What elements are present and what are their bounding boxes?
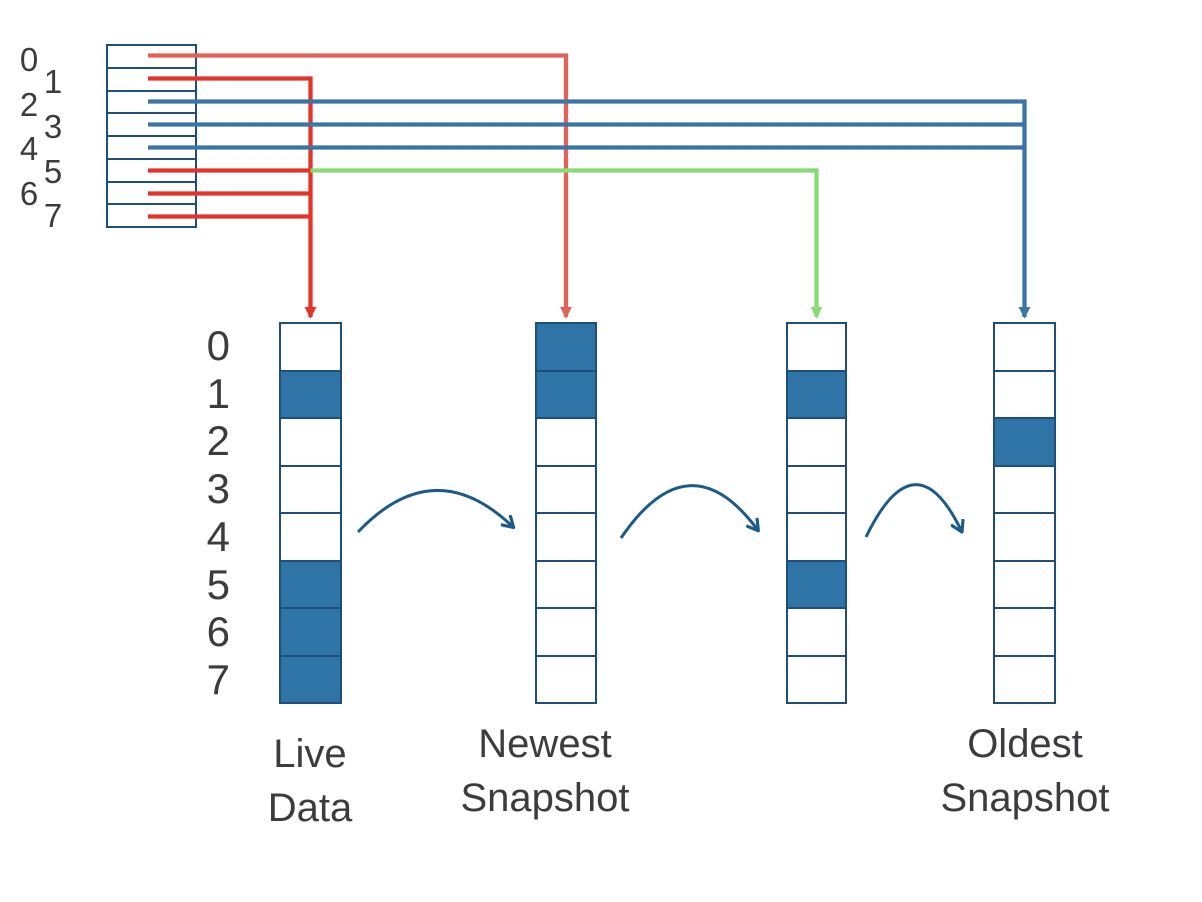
label-newest-snapshot-line1: Newest xyxy=(478,722,612,766)
label-live-data: Live Data xyxy=(268,727,353,835)
column-live-data-cell-3 xyxy=(281,464,340,512)
wire-wire_green-row5 xyxy=(310,168,823,319)
source-block-table xyxy=(106,44,197,228)
column-oldest-snapshot-cell-7 xyxy=(995,654,1054,702)
label-oldest-snapshot-line2: Snapshot xyxy=(940,776,1110,820)
column-newest-snapshot-cell-6 xyxy=(537,607,595,655)
column-newest-snapshot-cell-3 xyxy=(537,464,595,512)
source-table-row xyxy=(108,157,195,181)
column-oldest-snapshot-cell-5 xyxy=(995,559,1054,607)
column-oldest-snapshot-cell-1 xyxy=(995,369,1054,417)
column-oldest-snapshot xyxy=(993,322,1056,704)
wire-wire_salmon-row0 xyxy=(148,53,572,319)
source-table-row xyxy=(108,46,195,67)
column-live-data-cell-1 xyxy=(281,369,340,417)
column-live-data-cell-2 xyxy=(281,417,340,465)
column-live-data-cell-5 xyxy=(281,559,340,607)
column-newest-snapshot-cell-0 xyxy=(537,324,595,370)
block-row-label-7: 7 xyxy=(206,656,230,704)
block-row-label-1: 1 xyxy=(206,369,230,417)
column-middle-snapshot-cell-0 xyxy=(788,324,845,370)
source-table-row xyxy=(108,180,195,204)
block-row-label-4: 4 xyxy=(206,512,230,560)
column-middle-snapshot-cell-7 xyxy=(788,654,845,702)
wire-wire_blue-row2 xyxy=(148,99,1031,319)
column-newest-snapshot-cell-5 xyxy=(537,559,595,607)
column-live-data-cell-4 xyxy=(281,512,340,560)
column-oldest-snapshot-cell-3 xyxy=(995,464,1054,512)
block-row-label-3: 3 xyxy=(206,465,230,513)
label-oldest-snapshot: Oldest Snapshot xyxy=(940,717,1109,825)
source-row-label-5: 5 xyxy=(43,152,63,190)
column-newest-snapshot-cell-7 xyxy=(537,654,595,702)
block-row-label-5: 5 xyxy=(206,560,230,608)
label-newest-snapshot-line2: Snapshot xyxy=(460,776,630,820)
column-newest-snapshot-cell-1 xyxy=(537,369,595,417)
column-middle-snapshot-cell-5 xyxy=(788,559,845,607)
flow-arrow-middle-snapshot-to-oldest-snapshot xyxy=(864,483,961,538)
source-row-label-4: 4 xyxy=(19,130,39,168)
column-newest-snapshot-cell-4 xyxy=(537,512,595,560)
column-newest-snapshot-cell-2 xyxy=(537,417,595,465)
flow-arrow-newest-snapshot-to-middle-snapshot xyxy=(619,484,757,539)
source-row-label-7: 7 xyxy=(43,197,63,235)
column-live-data-cell-6 xyxy=(281,607,340,655)
flow-arrow-live-data-to-newest-snapshot xyxy=(356,488,512,534)
block-row-label-0: 0 xyxy=(206,321,230,369)
label-oldest-snapshot-line1: Oldest xyxy=(967,722,1083,766)
source-row-label-2: 2 xyxy=(19,85,39,123)
column-middle-snapshot xyxy=(786,322,847,704)
source-row-label-3: 3 xyxy=(43,107,63,145)
column-middle-snapshot-cell-1 xyxy=(788,369,845,417)
block-row-label-6: 6 xyxy=(206,608,230,656)
source-row-label-6: 6 xyxy=(19,174,39,212)
source-row-label-1: 1 xyxy=(43,63,63,101)
column-oldest-snapshot-cell-6 xyxy=(995,607,1054,655)
source-row-label-0: 0 xyxy=(19,41,39,78)
label-live-data-line2: Data xyxy=(267,786,353,830)
column-newest-snapshot xyxy=(535,322,597,704)
source-table-row xyxy=(108,66,195,90)
column-oldest-snapshot-cell-2 xyxy=(995,417,1054,465)
label-newest-snapshot: Newest Snapshot xyxy=(460,717,629,825)
column-middle-snapshot-cell-2 xyxy=(788,417,845,465)
block-row-label-2: 2 xyxy=(206,417,230,465)
source-table-row xyxy=(108,89,195,113)
column-oldest-snapshot-cell-0 xyxy=(995,324,1054,370)
column-live-data-cell-7 xyxy=(281,654,340,702)
column-middle-snapshot-cell-4 xyxy=(788,512,845,560)
source-table-row xyxy=(108,203,195,226)
source-table-row xyxy=(108,112,195,135)
column-oldest-snapshot-cell-4 xyxy=(995,512,1054,560)
column-middle-snapshot-cell-3 xyxy=(788,464,845,512)
column-middle-snapshot-cell-6 xyxy=(788,607,845,655)
column-live-data xyxy=(279,322,342,704)
column-live-data-cell-0 xyxy=(281,324,340,370)
source-table-row xyxy=(108,135,195,158)
label-live-data-line1: Live xyxy=(273,732,347,776)
